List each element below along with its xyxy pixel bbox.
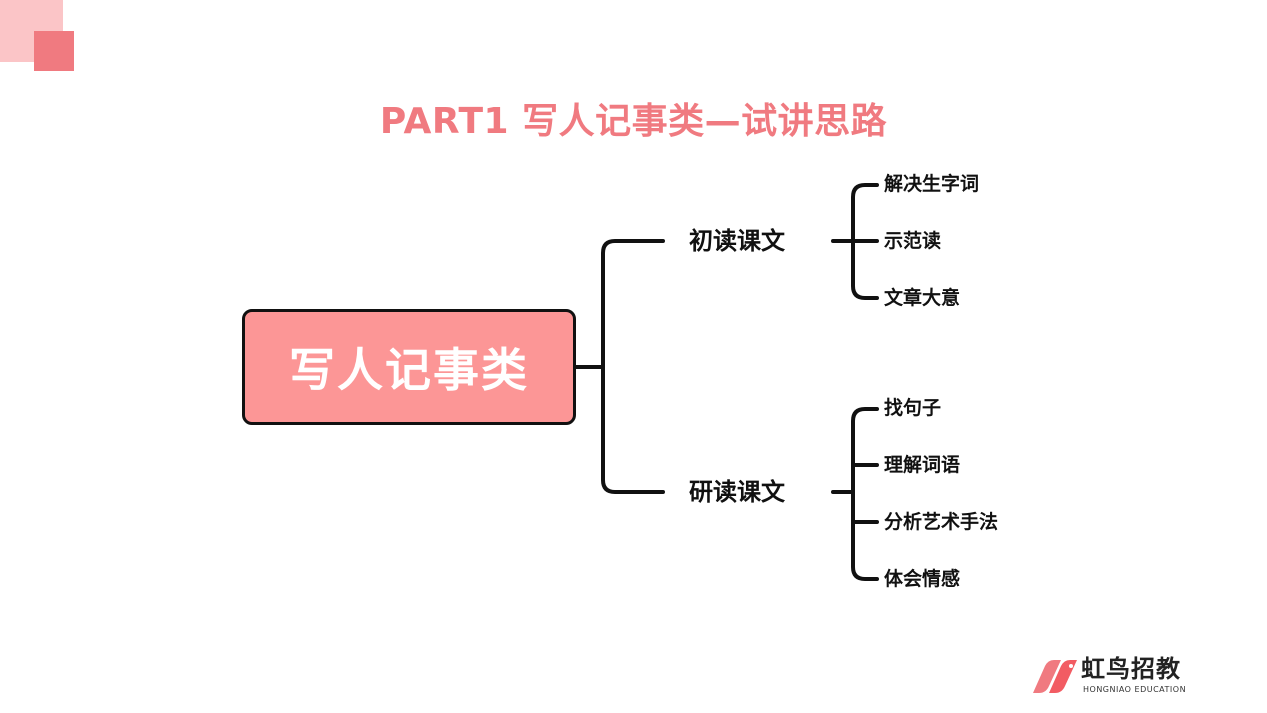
leaf-item: 体会情感 xyxy=(884,568,961,590)
logo-name: 虹鸟招教 xyxy=(1081,655,1181,683)
connector-main-bracket xyxy=(601,239,665,494)
leaf-item: 理解词语 xyxy=(884,454,961,476)
logo-subtitle: HONGNIAO EDUCATION xyxy=(1083,685,1187,694)
hongniao-bird-logo-icon xyxy=(1033,660,1077,693)
leaf-item: 文章大意 xyxy=(884,287,961,309)
leaf-item: 分析艺术手法 xyxy=(884,511,999,533)
page-title: PART1 写人记事类—试讲思路 xyxy=(379,101,888,142)
decorative-square-dark xyxy=(34,31,74,71)
leaf-item: 找句子 xyxy=(884,397,942,419)
leaf-item: 示范读 xyxy=(884,230,942,252)
root-node-label: 写人记事类 xyxy=(289,343,529,397)
branch-label-2: 研读课文 xyxy=(689,478,785,506)
root-node: 写人记事类 xyxy=(242,309,576,425)
connector-branch2-bracket xyxy=(851,407,879,581)
leaf-item: 解决生字词 xyxy=(884,173,980,195)
branch-label-1: 初读课文 xyxy=(689,227,785,255)
